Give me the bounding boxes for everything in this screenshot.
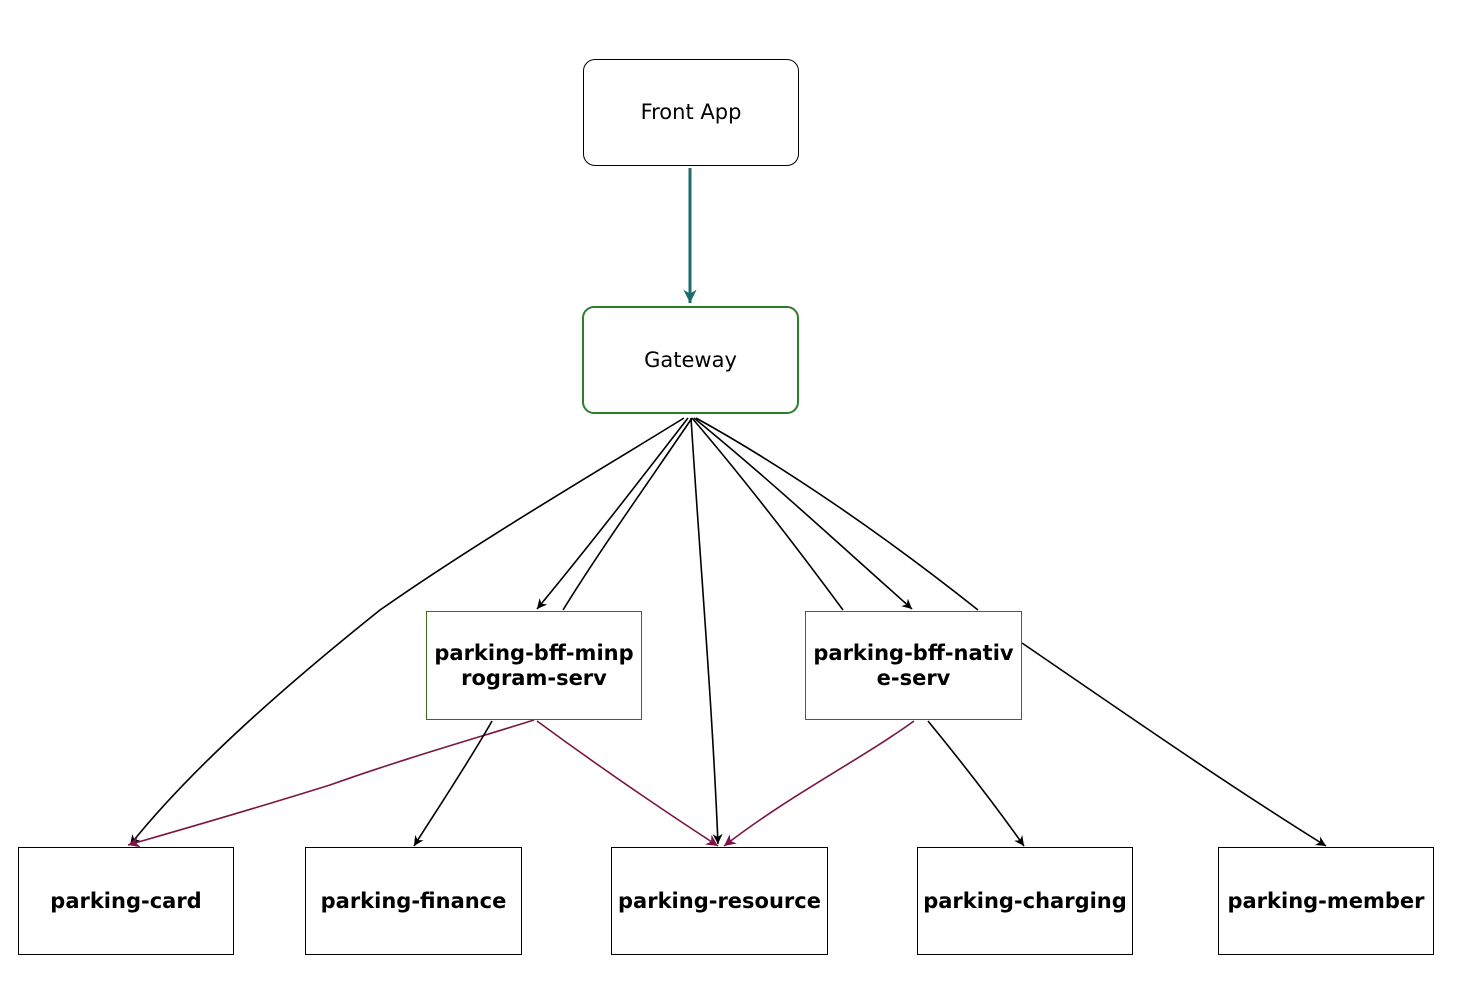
parking-finance-node: parking-finance (305, 847, 522, 955)
edge-gateway-card (129, 417, 685, 846)
gateway-label: Gateway (644, 347, 737, 372)
parking-card-label: parking-card (50, 888, 202, 913)
bff-native-node: parking-bff-native-serv (805, 611, 1022, 720)
edge-bff-minprogram-finance (413, 720, 493, 847)
parking-member-node: parking-member (1218, 847, 1434, 955)
parking-charging-node: parking-charging (917, 847, 1133, 955)
edge-bff-native-resource (723, 720, 915, 847)
parking-resource-label: parking-resource (618, 888, 821, 913)
front-app-label: Front App (640, 100, 742, 124)
parking-resource-node: parking-resource (611, 847, 828, 955)
edge-bff-minprogram-resource (536, 720, 719, 847)
edge-gateway-resource (690, 417, 723, 845)
bff-minprogram-label: parking-bff-minprogram-serv (434, 640, 634, 690)
front-app-node: Front App (583, 59, 799, 166)
edge-bff-minprogram-card (127, 719, 535, 848)
bff-minprogram-node: parking-bff-minprogram-serv (426, 611, 642, 720)
edge-gateway-bff-minprogram-passthrough (562, 417, 693, 611)
gateway-node: Gateway (582, 306, 799, 414)
edge-bff-native-charging (927, 720, 1025, 847)
edge-gateway-bff-native (693, 417, 913, 610)
parking-member-label: parking-member (1227, 888, 1425, 913)
edge-gateway-member (695, 417, 1326, 846)
bff-native-label: parking-bff-native-serv (813, 640, 1014, 690)
edge-gateway-bff-minprogram (536, 417, 689, 610)
edge-gateway-bff-native-passthrough (691, 417, 844, 611)
parking-card-node: parking-card (18, 847, 234, 955)
parking-finance-label: parking-finance (320, 888, 507, 913)
parking-charging-label: parking-charging (923, 888, 1127, 913)
